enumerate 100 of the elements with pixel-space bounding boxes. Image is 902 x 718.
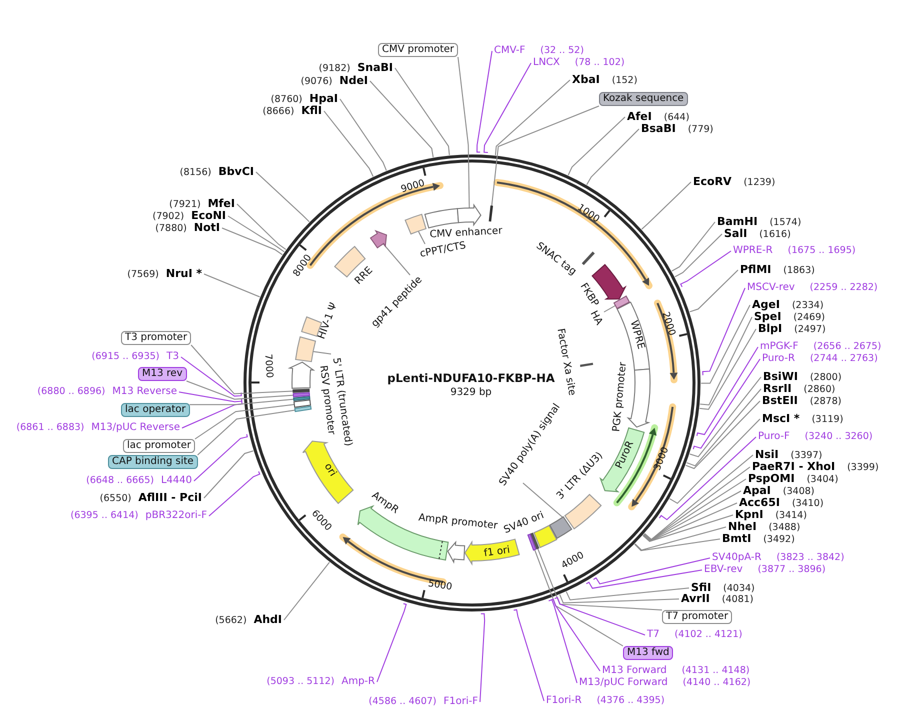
leader-line [182,400,242,428]
enzyme-name: NsiI [755,448,779,462]
feature-label: SV40 ori [502,510,546,536]
primer-name: T3 [166,350,179,364]
primer-name: Puro-R [762,352,795,366]
primer-name: MSCV-rev [747,281,795,295]
leader-line [554,597,646,636]
leader-line [228,216,285,252]
leader-line [256,172,310,222]
leader-line [204,274,260,298]
primer-name: Amp-R [342,675,375,689]
enzyme-name: BlpI [758,322,782,336]
enzyme-name: MfeI [208,197,235,211]
leader-line [702,288,746,376]
leader-line [312,351,332,354]
primer-range: (5093 .. 5112) [266,675,334,689]
leader-line [324,110,374,177]
leader-line [685,400,760,470]
feature-label: f1 ori [483,544,511,560]
feature-label: HIV-1 Ψ [316,301,340,341]
leader-line [513,609,544,702]
leader-line [550,598,600,672]
primer-range: (4131 .. 4148) [682,664,750,678]
leader-line [642,502,738,542]
cut-position: (8760) [270,93,302,106]
cut-position: (7921) [169,198,201,211]
enzyme-name: NheI [728,520,757,534]
primer-range: (6648 .. 6665) [86,474,154,488]
leader-line [186,380,294,400]
scale-number: 5000 [427,578,453,594]
leader-line [236,204,286,250]
primer-name: F1ori-F [444,695,478,709]
enzyme-name: BsaBI [641,122,676,136]
primer-name: pBR322ori-F [145,509,207,523]
cut-position: (779) [688,123,714,137]
enzyme-name: ApaI [743,484,771,498]
cut-position: (7569) [127,268,159,282]
enzyme-name: KpnI [735,508,764,522]
enzyme-name: Acc65I [739,496,780,510]
cut-position: (3119) [812,413,844,427]
cut-position: (8666) [262,105,294,119]
leader-line [643,478,746,541]
primer-range: (1675 .. 1695) [788,244,856,258]
cut-position: (2800) [810,371,842,384]
enzyme-name: PspOMI [748,472,795,486]
feature-tag: M13 fwd [623,646,674,660]
cut-position: (644) [664,111,690,124]
feature-tag: lac operator [121,403,190,417]
leader-line [480,613,486,702]
leader-line [548,599,578,684]
leader-line [586,128,640,186]
leader-line [634,526,726,551]
enzyme-name: BsiWI [763,370,798,384]
leader-line [642,514,734,542]
leader-line [674,234,722,278]
cut-position: (2497) [794,323,826,337]
enzyme-name: SnaBI [357,61,393,75]
leader-line [284,562,330,620]
leader-line [476,50,492,153]
leader-line [700,304,750,384]
leader-line [194,404,295,440]
leader-line [689,376,762,458]
feature-label: PGK promoter [611,362,629,432]
primer-range: (2656 .. 2675) [813,340,882,354]
primer-range: (6915 .. 6935) [92,350,160,364]
leader-line [204,450,254,498]
leader-line [692,358,760,450]
enzyme-name: NdeI [339,74,368,88]
scale-number: 2000 [658,310,678,337]
leader-line [593,558,710,584]
feature-label: AmpR promoter [418,512,498,532]
leader-line [696,346,758,436]
primer-range: (3823 .. 3842) [776,551,844,564]
cut-position: (2334) [792,299,824,312]
leader-line [699,328,756,410]
leader-line [189,398,294,406]
cut-position: (1574) [770,216,802,230]
leader-line [418,231,426,244]
cut-position: (3404) [806,473,838,486]
enzyme-name: BbvCI [218,165,254,179]
primer-range: (4140 .. 4162) [682,676,751,690]
leader-line [458,56,470,208]
leader-line [178,392,242,402]
leader-line [680,250,732,288]
enzyme-name: BamHI [717,215,758,228]
cut-position: (1616) [759,228,791,242]
feature-label: HA [588,309,604,327]
primer-range: (6395 .. 6414) [70,509,138,523]
leader-line [644,454,754,540]
leader-line [689,270,738,312]
primer-name: T7 [647,628,660,642]
cut-position: (3410) [792,497,824,510]
cut-position: (4081) [722,593,754,607]
leader-line [643,490,742,542]
cut-position: (3492) [763,533,795,547]
primer-name: EBV-rev [704,563,743,577]
cut-position: (3414) [775,509,807,522]
cut-position: (7880) [155,222,187,236]
primer-name: Puro-F [758,430,790,444]
enzyme-name: KflI [301,104,322,118]
